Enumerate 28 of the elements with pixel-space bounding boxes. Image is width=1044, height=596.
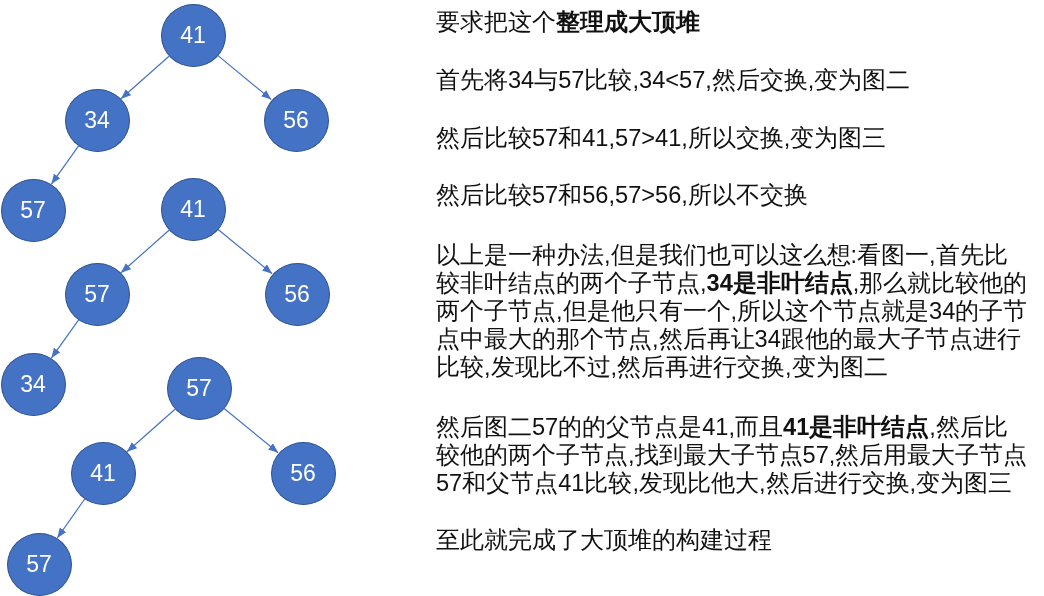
circle-node: 56 [263,88,329,152]
circle-node: 41 [70,441,136,505]
arrow [50,145,80,185]
circle-node: 41 [160,3,226,67]
explanation-paragraph: 然后比较57和41,57>41,所以交换,变为图三 [436,124,888,152]
explanation-paragraph: 至此就完成了大顶堆的构建过程 [436,526,773,554]
circle-node: 34 [64,88,130,152]
circle-node: 57 [6,532,72,596]
circle-node: 41 [160,177,226,241]
arrow [126,408,176,453]
circle-node: 57 [64,262,130,326]
arrow [50,319,80,359]
explanation-paragraph: 然后比较57和56,57>56,所以不交换 [436,181,809,209]
explanation-paragraph: 以上是一种办法,但是我们也可以这么想:看图一,首先比较非叶结点的两个子节点,34是非叶结点,那么就比较他的两个子节点,但是他只有一个,所以这个节点就是34的子节点中最大的那个节点,然后再让34跟他的最大子节点进行比较,发现比不过,然后再进行交换,变为图二 [436,241,1028,381]
explanation-paragraph: 然后图二57的的父节点是41,而且41是非叶结点,然后比较他的两个子节点,找到最大子节点57,然后用最大子节点57和父节点41比较,发现比他大,然后进行交换,变为图三 [436,413,1028,497]
circle-node: 56 [270,441,336,505]
arrow [120,229,170,274]
arrow [56,498,86,539]
circle-node: 57 [0,178,66,242]
circle-node: 57 [166,356,232,420]
arrow [120,55,170,100]
arrow [217,54,272,101]
circle-node: 56 [264,262,330,326]
explanation-paragraph: 首先将34与57比较,34<57,然后交换,变为图二 [436,66,912,94]
arrow [217,228,273,275]
task-statement: 要求把这个整理成大顶堆 [436,8,701,36]
arrow [223,407,279,454]
circle-node: 34 [0,352,66,416]
